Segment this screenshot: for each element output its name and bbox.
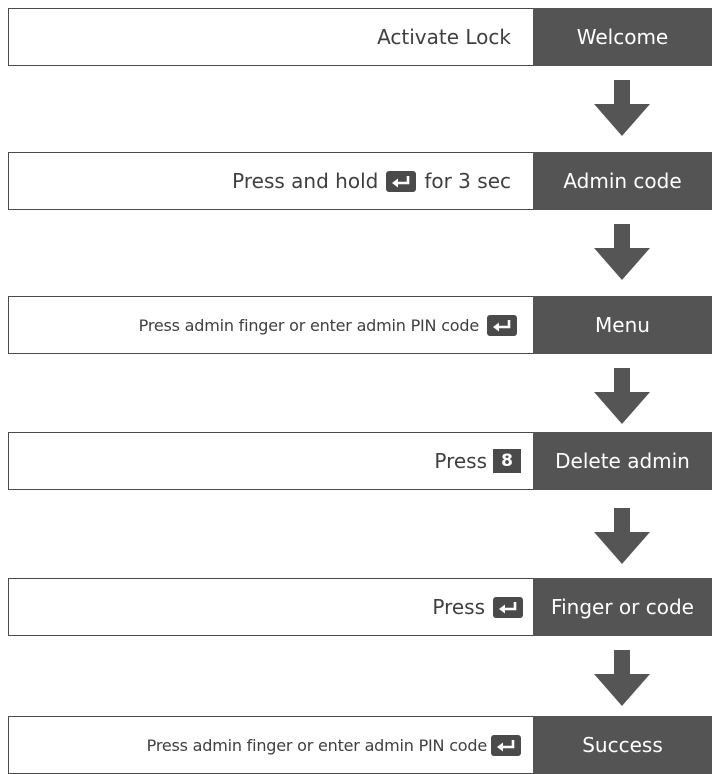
down-arrow-icon	[594, 650, 650, 706]
step-instruction: Press and hold for 3 sec	[9, 153, 533, 209]
step-success: Press admin finger or enter admin PIN co…	[8, 716, 712, 774]
state-label: Finger or code	[533, 578, 712, 636]
enter-key-icon	[386, 170, 417, 192]
enter-key-icon	[491, 734, 521, 756]
step-instruction: Press admin finger or enter admin PIN co…	[9, 297, 533, 353]
instruction-text: Press admin finger or enter admin PIN co…	[146, 735, 488, 755]
instruction-text: Press admin finger or enter admin PIN co…	[138, 315, 480, 335]
state-label: Welcome	[533, 8, 712, 66]
step-delete-admin: Press 8 Delete admin	[8, 432, 712, 490]
state-label: Menu	[533, 296, 712, 354]
instruction-text: Press and hold	[232, 169, 379, 193]
down-arrow-icon	[594, 508, 650, 564]
step-instruction: Press 8	[9, 433, 533, 489]
instruction-text: Activate Lock	[377, 25, 511, 49]
step-finger-or-code: Press Finger or code	[8, 578, 712, 636]
instruction-text: for 3 sec	[424, 169, 511, 193]
state-label: Admin code	[533, 152, 712, 210]
step-instruction: Press	[9, 579, 533, 635]
instruction-text: Press	[434, 449, 487, 473]
step-menu: Press admin finger or enter admin PIN co…	[8, 296, 712, 354]
step-instruction: Activate Lock	[9, 9, 533, 65]
step-instruction: Press admin finger or enter admin PIN co…	[9, 717, 533, 773]
instruction-text: Press	[432, 595, 485, 619]
enter-key-icon	[487, 314, 517, 336]
state-label: Success	[533, 716, 712, 774]
step-admin-code: Press and hold for 3 sec Admin code	[8, 152, 712, 210]
down-arrow-icon	[594, 224, 650, 280]
down-arrow-icon	[594, 368, 650, 424]
digit-8-key: 8	[493, 449, 521, 473]
state-label: Delete admin	[533, 432, 712, 490]
enter-key-icon	[493, 596, 523, 618]
down-arrow-icon	[594, 80, 650, 136]
step-activate-lock: Activate Lock Welcome	[8, 8, 712, 66]
